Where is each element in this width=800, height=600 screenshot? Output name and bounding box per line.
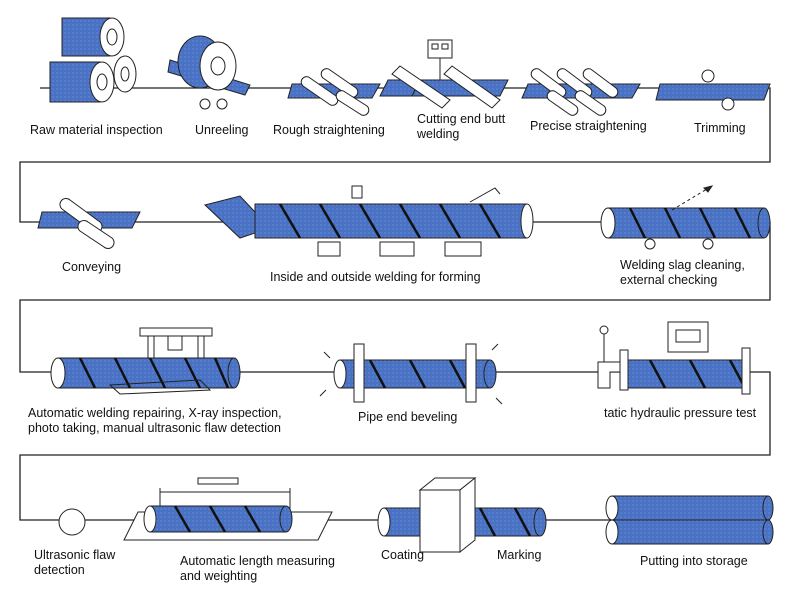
label-hydraulic-test: tatic hydraulic pressure test bbox=[604, 406, 757, 420]
label-marking: Marking bbox=[497, 548, 542, 562]
coating-marking-icon bbox=[377, 476, 547, 554]
label-cutting-end-butt-welding-line2: welding bbox=[417, 127, 460, 141]
label-ultrasonic-line1: Ultrasonic flaw bbox=[34, 548, 116, 562]
rough-straightening-icon bbox=[287, 68, 381, 116]
forming-welding-icon bbox=[203, 185, 534, 257]
unreeling-icon bbox=[167, 35, 251, 110]
label-trimming: Trimming bbox=[694, 121, 746, 135]
label-auto-repair-line2: photo taking, manual ultrasonic flaw det… bbox=[28, 421, 281, 435]
label-inside-outside-welding: Inside and outside welding for forming bbox=[270, 270, 481, 284]
length-measuring-icon bbox=[123, 477, 333, 541]
label-storage: Putting into storage bbox=[640, 554, 748, 568]
butt-welding-icon bbox=[379, 39, 509, 109]
raw-material-coils-icon bbox=[49, 17, 137, 103]
label-conveying: Conveying bbox=[62, 260, 122, 274]
flow-connector-line bbox=[19, 87, 771, 521]
label-slag-cleaning-line2: external checking bbox=[620, 273, 718, 287]
label-ultrasonic-line2: detection bbox=[34, 563, 85, 577]
slag-cleaning-icon bbox=[600, 185, 771, 250]
label-rough-straightening: Rough straightening bbox=[273, 123, 385, 137]
label-pipe-end-beveling: Pipe end beveling bbox=[358, 410, 458, 424]
label-length-measuring-line1: Automatic length measuring bbox=[180, 554, 335, 568]
trimming-icon bbox=[655, 69, 771, 111]
label-auto-repair-line1: Automatic welding repairing, X-ray inspe… bbox=[28, 406, 282, 420]
label-precise-straightening: Precise straightening bbox=[530, 119, 647, 133]
label-raw-material-inspection: Raw material inspection bbox=[30, 123, 163, 137]
pipe-end-beveling-icon bbox=[319, 343, 503, 405]
label-length-measuring-line2: and weighting bbox=[180, 569, 258, 583]
conveying-icon bbox=[37, 198, 141, 249]
precise-straightening-icon bbox=[521, 68, 641, 116]
ultrasonic-detection-icon bbox=[58, 508, 86, 536]
welding-repair-icon bbox=[50, 327, 241, 395]
hydraulic-test-icon bbox=[597, 321, 751, 395]
storage-icon bbox=[605, 495, 774, 545]
label-cutting-end-butt-welding-line1: Cutting end butt bbox=[417, 112, 506, 126]
label-slag-cleaning-line1: Welding slag cleaning, bbox=[620, 258, 745, 272]
label-unreeling: Unreeling bbox=[195, 123, 249, 137]
label-coating: Coating bbox=[381, 548, 425, 562]
